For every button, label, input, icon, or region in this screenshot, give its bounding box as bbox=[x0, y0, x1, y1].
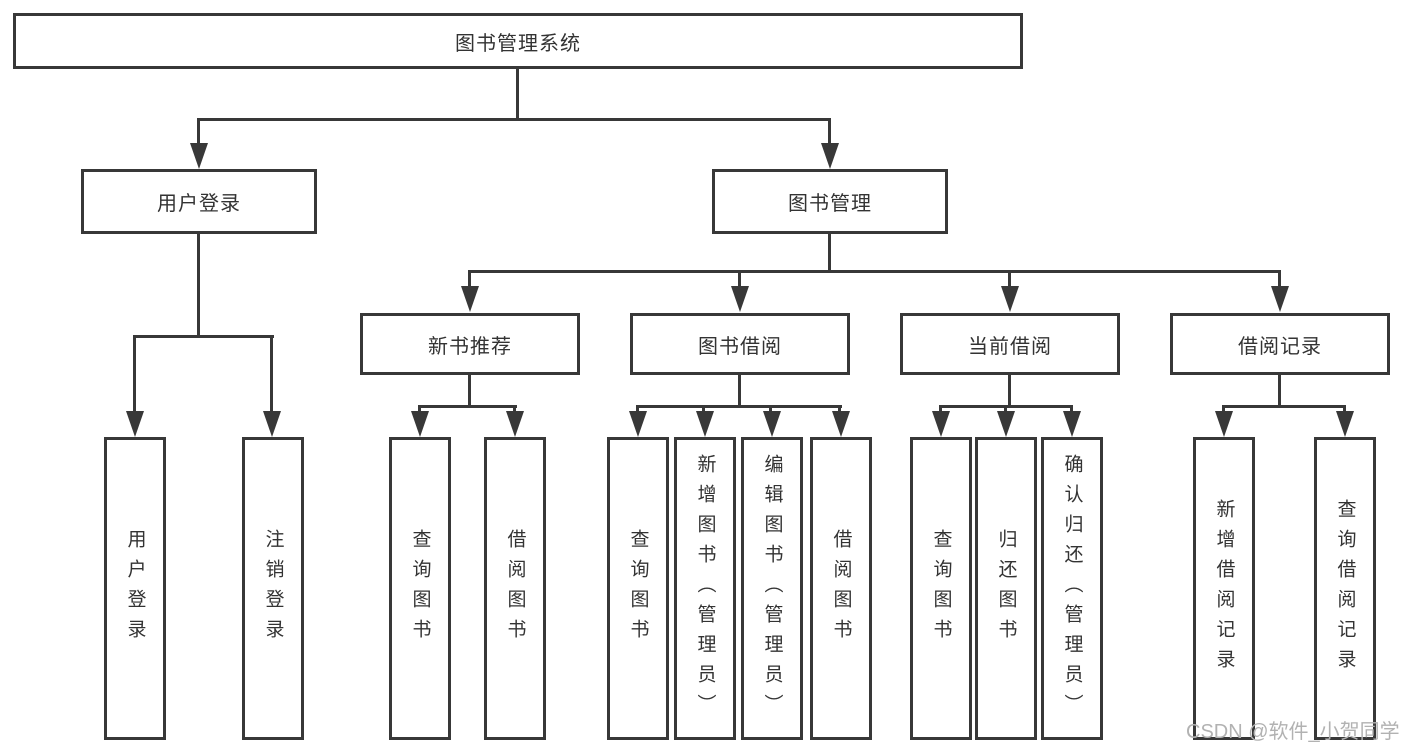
connector-line bbox=[513, 405, 516, 415]
connector-line bbox=[1004, 405, 1007, 415]
connector-line bbox=[1222, 405, 1225, 415]
node-book-management: 图书管理 bbox=[712, 169, 948, 234]
connector-line bbox=[1278, 270, 1281, 288]
leaf-current-query-book: 查询图书 bbox=[910, 437, 972, 740]
connector-line bbox=[828, 118, 831, 148]
arrowhead-down bbox=[932, 411, 950, 437]
arrowhead-down bbox=[629, 411, 647, 437]
node-book-borrow: 图书借阅 bbox=[630, 313, 850, 375]
connector-line bbox=[636, 405, 639, 415]
connector-line bbox=[133, 335, 274, 338]
connector-line bbox=[1278, 375, 1281, 408]
connector-line bbox=[738, 375, 741, 408]
arrowhead-down bbox=[1215, 411, 1233, 437]
arrowhead-down bbox=[997, 411, 1015, 437]
connector-line bbox=[468, 270, 1281, 273]
arrowhead-down bbox=[1336, 411, 1354, 437]
connector-line bbox=[197, 118, 831, 121]
leaf-logout: 注销登录 bbox=[242, 437, 304, 740]
node-new-book-recommend: 新书推荐 bbox=[360, 313, 580, 375]
node-library-system: 图书管理系统 bbox=[13, 13, 1023, 69]
leaf-query-borrow-record-label: 查询借阅记录 bbox=[1334, 498, 1356, 679]
connector-line bbox=[838, 405, 841, 415]
connector-line bbox=[1070, 405, 1073, 415]
leaf-confirm-return-admin-label: 确认归还（管理员） bbox=[1061, 453, 1083, 724]
arrowhead-down bbox=[1063, 411, 1081, 437]
leaf-newbook-borrow-book-label: 借阅图书 bbox=[504, 528, 526, 649]
connector-line bbox=[636, 405, 842, 408]
arrowhead-down bbox=[696, 411, 714, 437]
node-user-login: 用户登录 bbox=[81, 169, 317, 234]
connector-line bbox=[939, 405, 942, 415]
connector-line bbox=[1008, 375, 1011, 408]
node-current-borrow: 当前借阅 bbox=[900, 313, 1120, 375]
leaf-return-book: 归还图书 bbox=[975, 437, 1037, 740]
node-library-system-label: 图书管理系统 bbox=[455, 32, 581, 55]
connector-line bbox=[702, 405, 705, 415]
leaf-newbook-query-book: 查询图书 bbox=[389, 437, 451, 740]
connector-line bbox=[468, 375, 471, 408]
connector-line bbox=[133, 335, 136, 413]
leaf-borrow-query-book-label: 查询图书 bbox=[627, 528, 649, 649]
arrowhead-down bbox=[821, 143, 839, 169]
leaf-user-login: 用户登录 bbox=[104, 437, 166, 740]
arrowhead-down bbox=[461, 286, 479, 312]
connector-line bbox=[418, 405, 517, 408]
leaf-newbook-borrow-book: 借阅图书 bbox=[484, 437, 546, 740]
arrowhead-down bbox=[263, 411, 281, 437]
leaf-logout-label: 注销登录 bbox=[262, 528, 284, 649]
leaf-borrow-book-label: 借阅图书 bbox=[830, 528, 852, 649]
arrowhead-down bbox=[1001, 286, 1019, 312]
node-new-book-recommend-label: 新书推荐 bbox=[428, 335, 512, 358]
leaf-current-query-book-label: 查询图书 bbox=[930, 528, 952, 649]
leaf-query-borrow-record: 查询借阅记录 bbox=[1314, 437, 1376, 740]
connector-line bbox=[197, 234, 200, 337]
node-user-login-label: 用户登录 bbox=[157, 193, 241, 215]
arrowhead-down bbox=[506, 411, 524, 437]
leaf-add-book-admin: 新增图书（管理员） bbox=[674, 437, 736, 740]
connector-line bbox=[1343, 405, 1346, 415]
node-current-borrow-label: 当前借阅 bbox=[968, 335, 1052, 358]
node-book-management-label: 图书管理 bbox=[788, 193, 872, 215]
connector-line bbox=[516, 68, 519, 121]
node-borrow-records: 借阅记录 bbox=[1170, 313, 1390, 375]
connector-line bbox=[197, 118, 200, 148]
leaf-borrow-query-book: 查询图书 bbox=[607, 437, 669, 740]
leaf-return-book-label: 归还图书 bbox=[995, 528, 1017, 649]
connector-line bbox=[828, 234, 831, 273]
csdn-watermark: CSDN @软件_小贺同学 bbox=[1186, 721, 1400, 743]
arrowhead-down bbox=[731, 286, 749, 312]
connector-line bbox=[270, 335, 273, 413]
connector-line bbox=[1008, 270, 1011, 288]
connector-line bbox=[738, 270, 741, 288]
leaf-user-login-label: 用户登录 bbox=[124, 528, 146, 649]
arrowhead-down bbox=[1271, 286, 1289, 312]
leaf-edit-book-admin-label: 编辑图书（管理员） bbox=[761, 453, 783, 724]
connector-line bbox=[418, 405, 421, 415]
leaf-newbook-query-book-label: 查询图书 bbox=[409, 528, 431, 649]
leaf-edit-book-admin: 编辑图书（管理员） bbox=[741, 437, 803, 740]
leaf-add-borrow-record-label: 新增借阅记录 bbox=[1213, 498, 1235, 679]
arrowhead-down bbox=[126, 411, 144, 437]
arrowhead-down bbox=[411, 411, 429, 437]
arrowhead-down bbox=[763, 411, 781, 437]
arrowhead-down bbox=[190, 143, 208, 169]
node-borrow-records-label: 借阅记录 bbox=[1238, 335, 1322, 358]
connector-line bbox=[1222, 405, 1346, 408]
leaf-confirm-return-admin: 确认归还（管理员） bbox=[1041, 437, 1103, 740]
leaf-add-book-admin-label: 新增图书（管理员） bbox=[694, 453, 716, 724]
node-book-borrow-label: 图书借阅 bbox=[698, 335, 782, 358]
arrowhead-down bbox=[832, 411, 850, 437]
connector-line bbox=[468, 270, 471, 288]
leaf-borrow-book: 借阅图书 bbox=[810, 437, 872, 740]
leaf-add-borrow-record: 新增借阅记录 bbox=[1193, 437, 1255, 740]
connector-line bbox=[769, 405, 772, 415]
